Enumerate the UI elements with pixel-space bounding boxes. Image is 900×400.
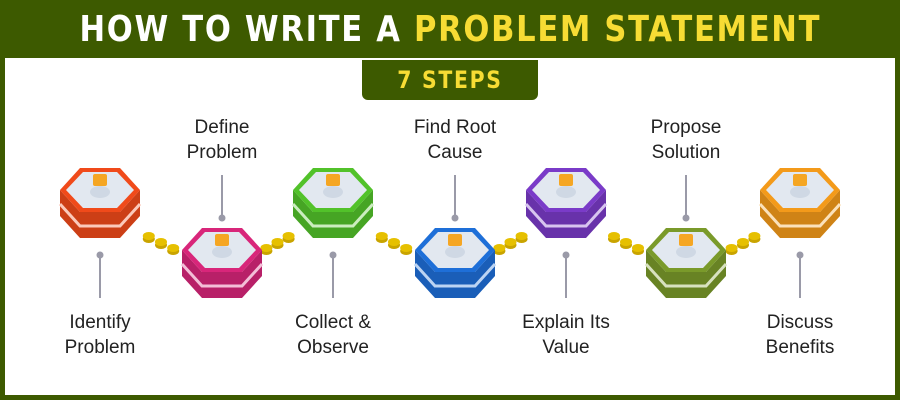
coin-icon bbox=[271, 238, 284, 246]
coin-icon bbox=[400, 244, 413, 252]
hexagon-center bbox=[90, 186, 110, 198]
step-label-line2: Observe bbox=[297, 337, 369, 358]
step-7-hexagon bbox=[758, 168, 842, 238]
coin-icon bbox=[167, 244, 180, 252]
connector-dot bbox=[329, 251, 337, 259]
coin-icon bbox=[632, 244, 644, 252]
coin-icon bbox=[260, 244, 273, 252]
hexagon-center bbox=[676, 246, 696, 258]
coin-icon bbox=[142, 232, 155, 240]
coin-icon bbox=[375, 232, 388, 240]
step-label-line1: Collect & bbox=[294, 312, 372, 333]
title-highlight: PROBLEM STATEMENT bbox=[413, 8, 821, 50]
hexagon-center bbox=[445, 246, 465, 258]
step-icon bbox=[679, 234, 693, 246]
connector-dot bbox=[796, 251, 804, 259]
connector-dot bbox=[451, 214, 459, 222]
step-icon bbox=[215, 234, 229, 246]
hexagon-stripe bbox=[758, 202, 842, 228]
step-4-hexagon bbox=[413, 228, 497, 298]
step-icon bbox=[326, 174, 340, 186]
steps-badge: 7 STEPS bbox=[362, 60, 538, 100]
hexagon-stripe bbox=[180, 262, 264, 288]
step-2-hexagon bbox=[180, 228, 264, 298]
hexagon-stripe bbox=[524, 202, 608, 228]
step-label-line1: Propose bbox=[650, 117, 722, 138]
step-label-line2: Benefits bbox=[765, 337, 835, 358]
coin-icon bbox=[388, 238, 400, 246]
hexagon-stripe bbox=[644, 262, 728, 288]
step-5-hexagon bbox=[524, 168, 608, 238]
step-icon bbox=[559, 174, 573, 186]
hexagon-center bbox=[323, 186, 343, 198]
coin-icon bbox=[282, 232, 295, 240]
step-label-line1: Identify bbox=[69, 312, 131, 333]
hexagon-center bbox=[556, 186, 576, 198]
step-6-hexagon bbox=[644, 228, 728, 298]
coin-icon bbox=[725, 244, 738, 252]
coin-icon bbox=[155, 238, 167, 246]
coin-icon bbox=[620, 238, 632, 246]
title-prefix: HOW TO WRITE A bbox=[79, 8, 402, 50]
page-title: HOW TO WRITE A PROBLEM STATEMENT bbox=[79, 9, 821, 50]
step-icon bbox=[448, 234, 462, 246]
step-icon bbox=[93, 174, 107, 186]
coin-icon bbox=[737, 238, 749, 246]
step-3-label: Collect & Observe bbox=[263, 310, 403, 360]
connector-dot bbox=[682, 214, 690, 222]
step-label-line2: Cause bbox=[427, 142, 483, 163]
hexagon-stripe bbox=[291, 202, 375, 228]
coin-icon bbox=[515, 232, 528, 240]
step-icon bbox=[793, 174, 807, 186]
header-banner: HOW TO WRITE A PROBLEM STATEMENT bbox=[0, 0, 900, 58]
step-label-line1: Find Root bbox=[413, 117, 497, 138]
step-label-line2: Problem bbox=[186, 142, 258, 163]
coin-icon bbox=[608, 232, 620, 240]
step-label-line1: Discuss bbox=[766, 312, 834, 333]
step-label-line1: Define bbox=[194, 117, 250, 138]
connector-dot bbox=[218, 214, 226, 222]
connector-dot bbox=[562, 251, 570, 259]
coin-icon bbox=[493, 244, 506, 252]
hexagon-stripe bbox=[58, 202, 142, 228]
hexagon-center bbox=[790, 186, 810, 198]
step-label-line2: Value bbox=[542, 337, 590, 358]
coin-icon bbox=[504, 238, 517, 246]
hexagon-center bbox=[212, 246, 232, 258]
step-label-line2: Solution bbox=[651, 142, 721, 163]
coin-icon bbox=[748, 232, 761, 240]
steps-badge-label: 7 STEPS bbox=[397, 66, 503, 94]
step-label-line1: Explain Its bbox=[522, 312, 610, 333]
step-1-hexagon bbox=[58, 168, 142, 238]
step-3-hexagon bbox=[291, 168, 375, 238]
hexagon-stripe bbox=[413, 262, 497, 288]
step-label-line2: Problem bbox=[64, 337, 136, 358]
connector-dot bbox=[96, 251, 104, 259]
